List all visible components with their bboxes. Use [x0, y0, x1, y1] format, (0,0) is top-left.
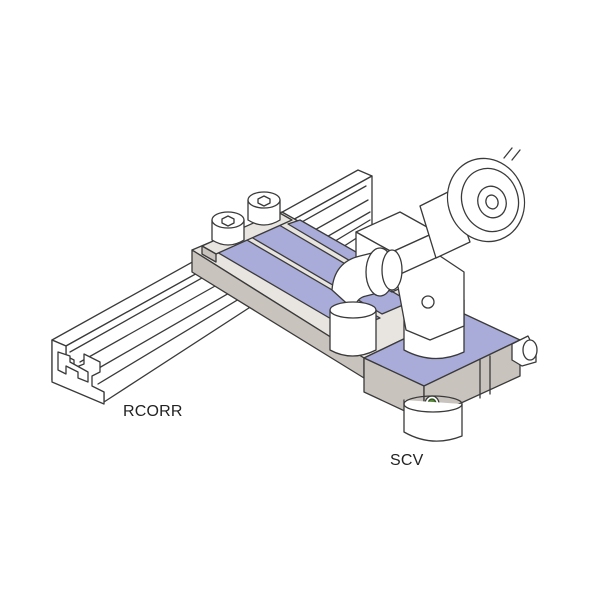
- valve-side-hole: [421, 295, 435, 309]
- rail-end-slot: [57, 351, 89, 383]
- coil-cable: [511, 149, 521, 161]
- washer-plate-side: [201, 245, 217, 263]
- elbow-fitting: [329, 247, 403, 357]
- socket-head-screw-icon: [247, 191, 281, 226]
- socket-head-screw-icon: [211, 211, 245, 246]
- rail-label: RCORR: [123, 403, 183, 420]
- valve-label: SCV: [390, 452, 424, 469]
- solenoid-valve: [355, 147, 526, 341]
- valve-lower-cylinder: [403, 399, 463, 442]
